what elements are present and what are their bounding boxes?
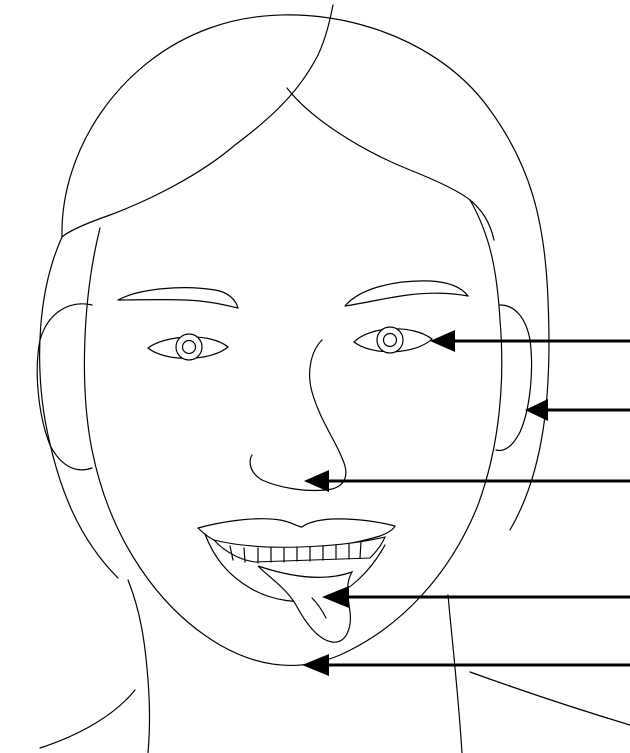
tongue	[258, 566, 352, 642]
eye-right	[354, 327, 432, 353]
chin-pointer	[302, 654, 630, 676]
tongue-pointer	[322, 586, 630, 608]
eye-left	[148, 334, 228, 360]
eyebrow-right	[345, 281, 468, 306]
ear-pointer	[525, 399, 630, 421]
eyebrow-left	[118, 288, 238, 308]
mouth	[198, 519, 395, 642]
pointer-arrows	[302, 330, 630, 676]
ear-left	[37, 304, 92, 470]
eye-pointer	[430, 330, 630, 352]
nose-pointer	[304, 470, 630, 492]
nose	[250, 340, 346, 491]
hair	[40, 5, 549, 578]
